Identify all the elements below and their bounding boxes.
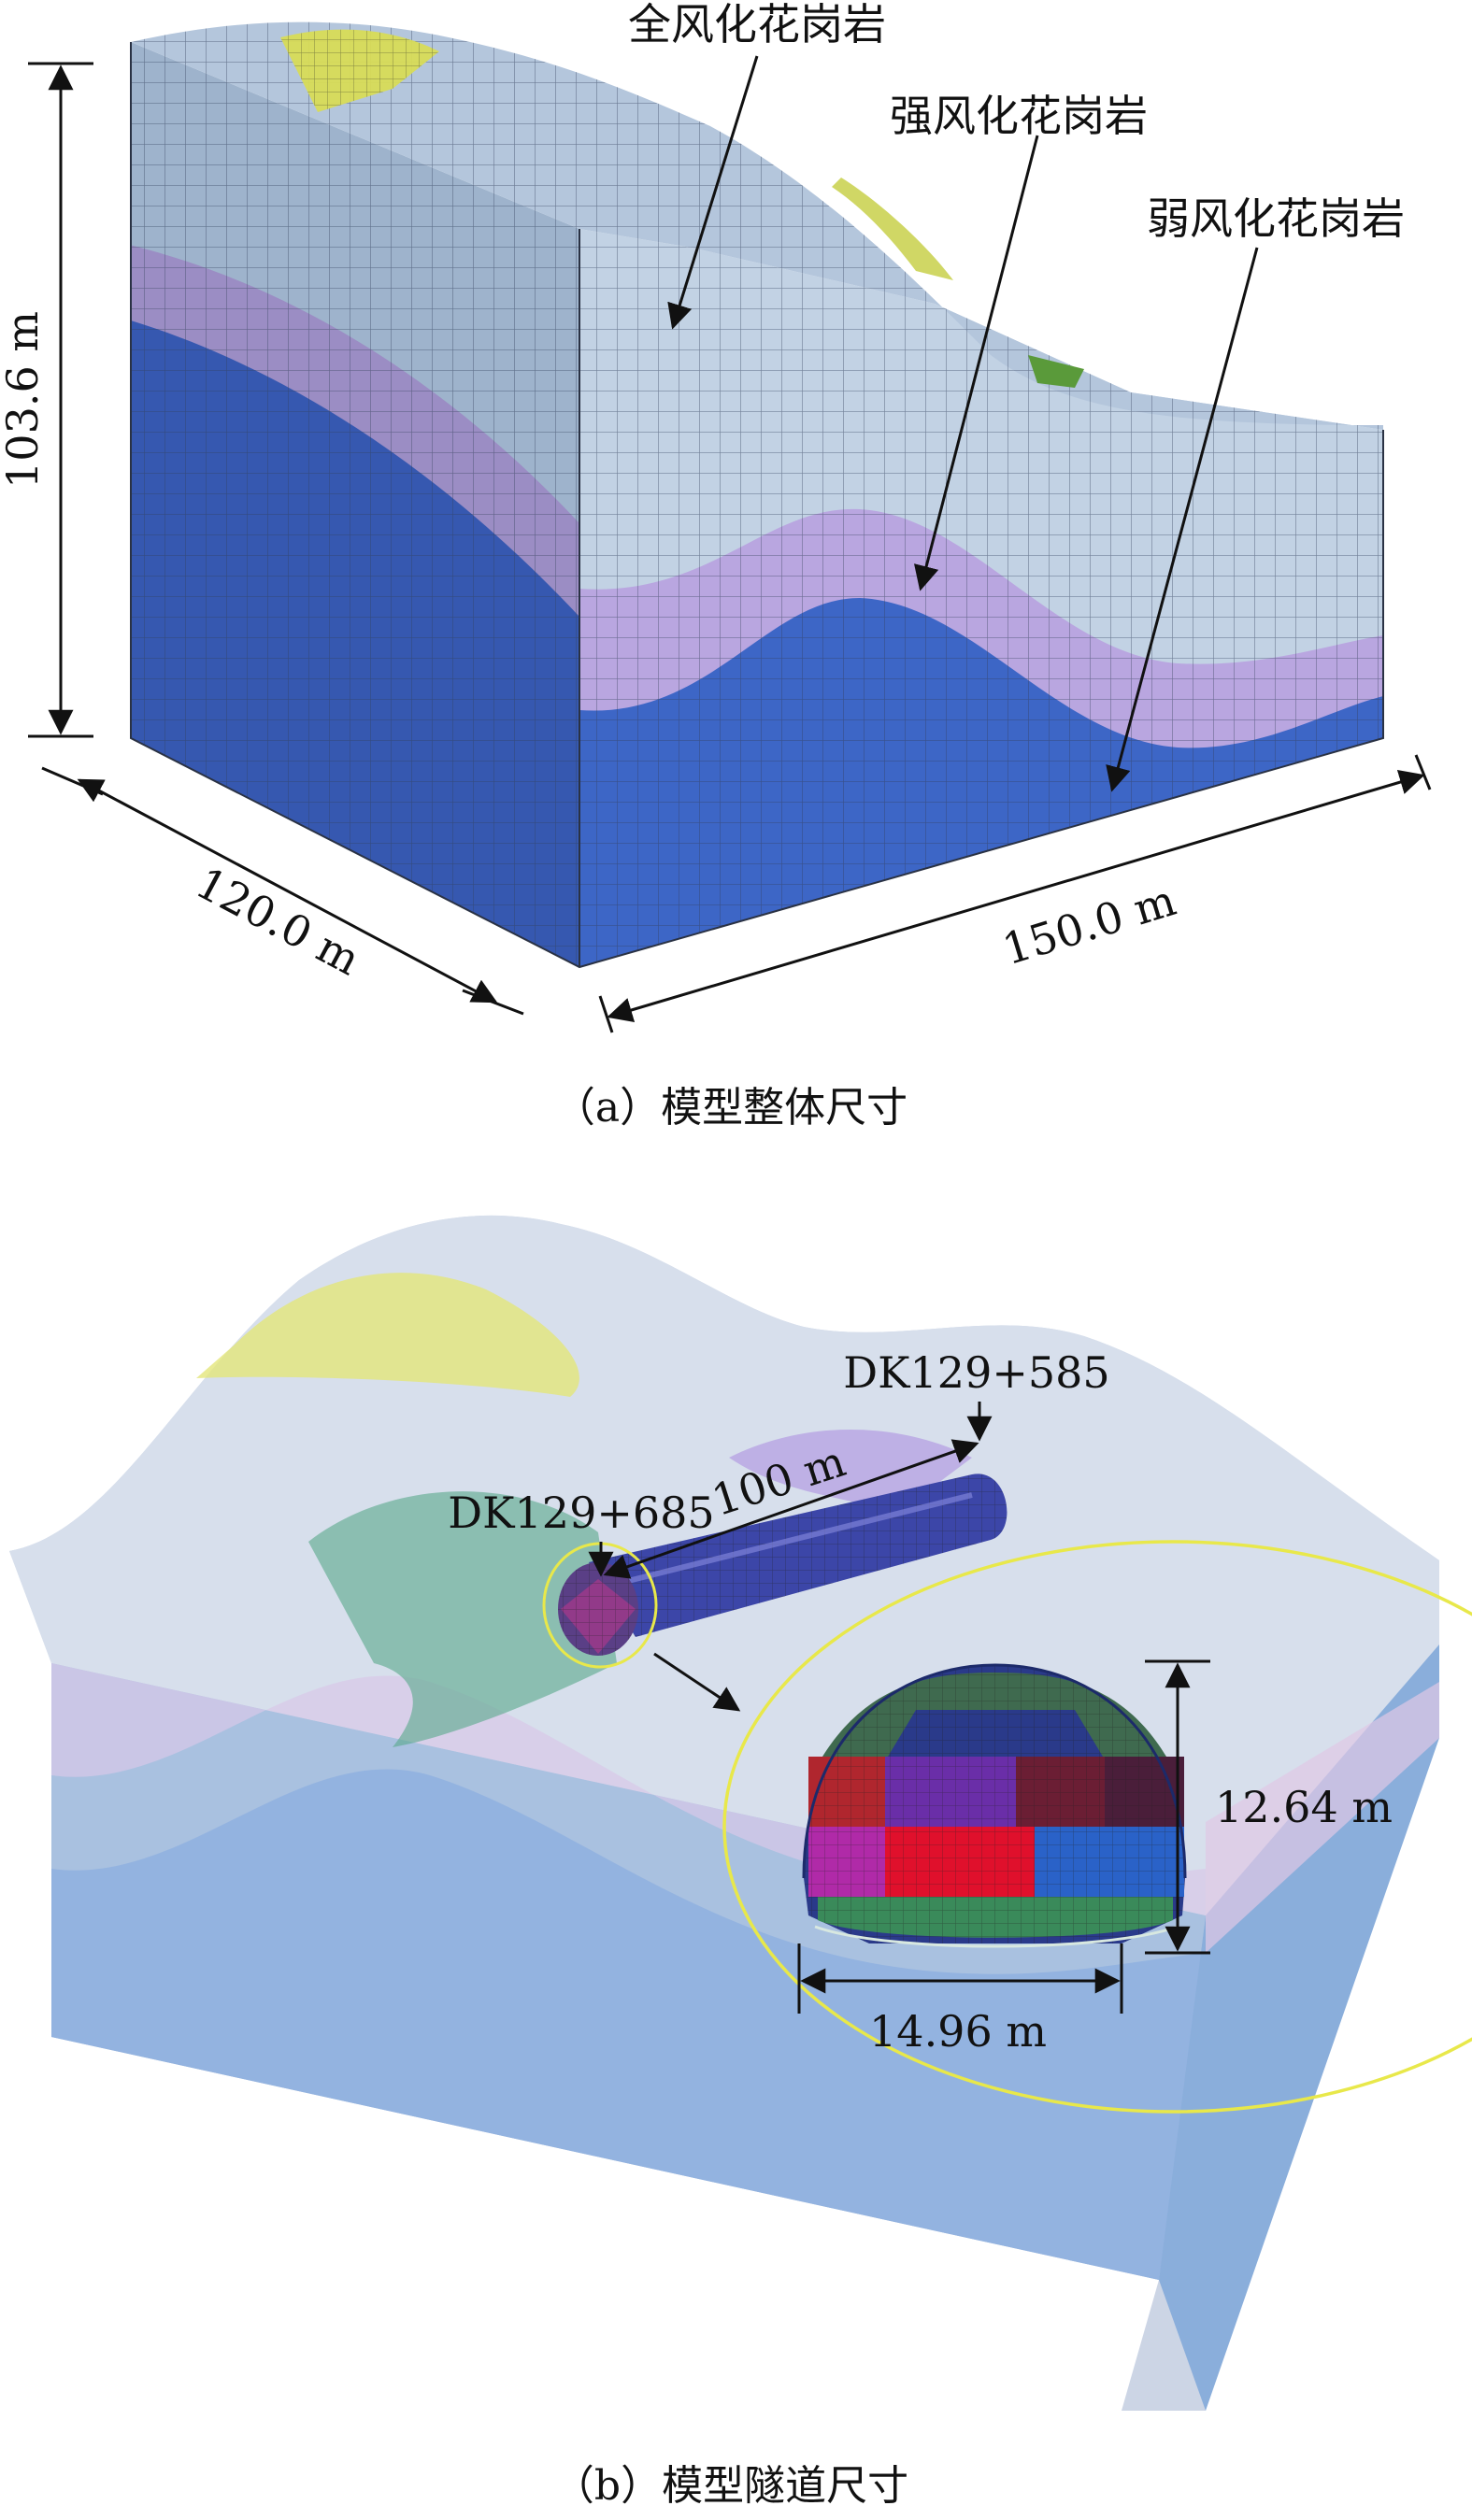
panel-a-model bbox=[130, 21, 1384, 969]
leader-weakly-weathered bbox=[1106, 247, 1259, 792]
tunnel-length-line bbox=[603, 1439, 979, 1579]
panel-a-leaders bbox=[667, 55, 1259, 792]
caption-a: （a）模型整体尺寸 bbox=[554, 1084, 907, 1132]
panel-a-dimensions bbox=[28, 62, 1432, 1033]
leader-strongly-weathered bbox=[913, 135, 1039, 591]
section-width-label: 14.96 m bbox=[869, 2006, 1047, 2057]
label-completely-weathered: 全风化花岗岩 bbox=[628, 0, 886, 50]
station-start-label: DK129+585 bbox=[843, 1347, 1109, 1398]
station-end-label: DK129+685 bbox=[448, 1488, 714, 1538]
top-surface bbox=[131, 21, 1383, 431]
height-dimension-label: 103.6 m bbox=[0, 311, 48, 489]
tunnel-cross-section bbox=[802, 1663, 1187, 1948]
width-dimension-label: 150.0 m bbox=[997, 875, 1181, 975]
caption-b: （b）模型隧道尺寸 bbox=[553, 2462, 908, 2510]
width-dimension-line bbox=[607, 769, 1425, 1023]
panel-b-dimensions bbox=[588, 1402, 1210, 2014]
large-callout-ring bbox=[722, 1540, 1472, 2114]
section-height-label: 12.64 m bbox=[1215, 1782, 1393, 1832]
label-strongly-weathered: 强风化花岗岩 bbox=[890, 91, 1148, 141]
small-tunnel-section bbox=[558, 1562, 638, 1656]
callout-arrow bbox=[653, 1652, 741, 1712]
label-weakly-weathered: 弱风化花岗岩 bbox=[1147, 193, 1405, 244]
depth-dimension-line bbox=[77, 778, 498, 1004]
leader-completely-weathered bbox=[667, 55, 759, 330]
depth-dimension-label: 120.0 m bbox=[188, 857, 368, 985]
